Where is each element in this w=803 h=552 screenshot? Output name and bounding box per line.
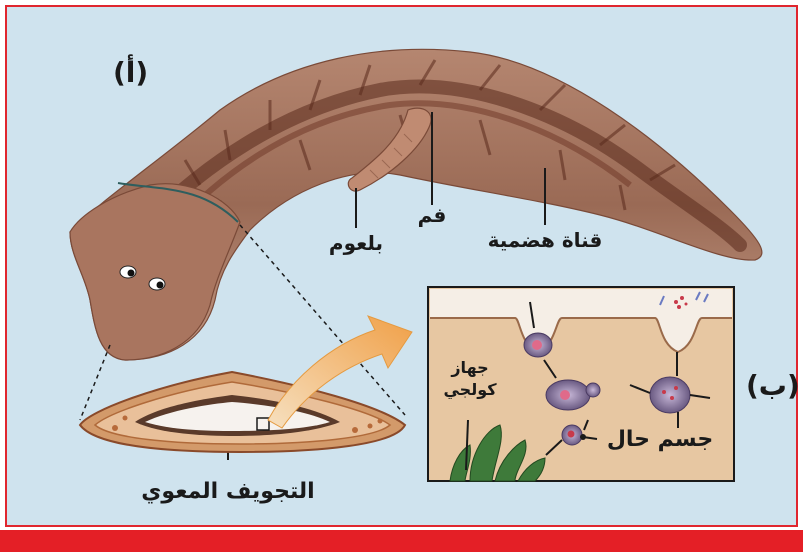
label-part-a: (أ) [113, 54, 148, 89]
label-gastrovascular-cavity: التجويف المعوي [141, 479, 314, 504]
label-mouth: فم [418, 203, 447, 227]
label-lysosome: جسم حال [607, 427, 713, 452]
label-digestive-canal: قناة هضمية [488, 228, 603, 252]
label-golgi-line2: كولجي [443, 380, 497, 400]
bottom-bar [0, 530, 803, 552]
label-golgi-line1: جهاز [450, 358, 488, 377]
label-pharynx: بلعوم [329, 231, 383, 255]
label-part-b: (ب) [746, 369, 800, 402]
